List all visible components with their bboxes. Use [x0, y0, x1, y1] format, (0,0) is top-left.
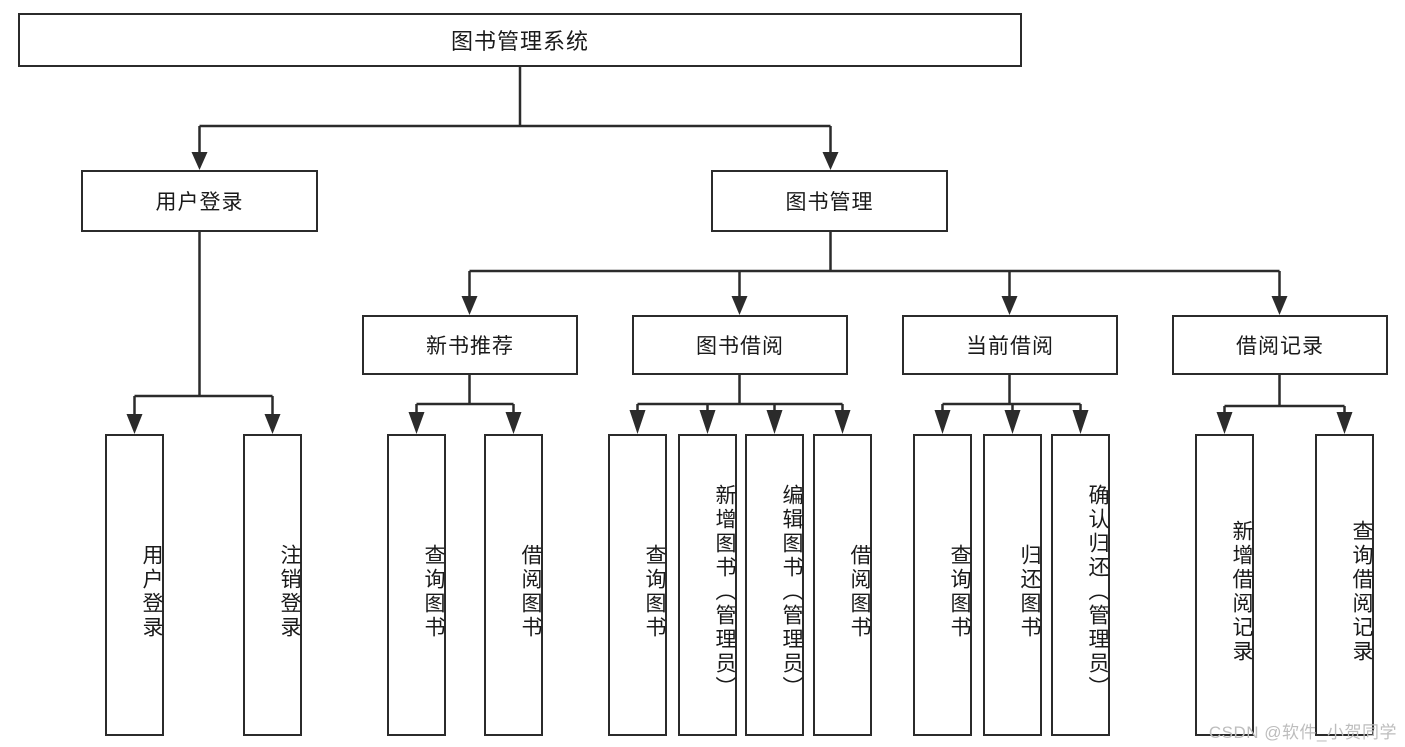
leaf-borrow-add-book-admin[interactable]: 新增图书（管理员）	[678, 434, 737, 736]
leaf-label: 借阅图书	[519, 544, 542, 640]
arrow-nb-leaf-1	[408, 412, 425, 434]
leaf-label: 查询图书	[948, 544, 971, 640]
leaf-user-login-signin[interactable]: 用户登录	[105, 434, 164, 736]
arrow-re-leaf-2	[1336, 412, 1353, 434]
leaf-label: 查询图书	[422, 544, 445, 640]
node-borrow-records-label: 借阅记录	[1236, 335, 1324, 358]
arrow-bm-to-current	[1001, 296, 1018, 315]
leaf-label: 新增图书（管理员）	[713, 484, 736, 700]
node-new-book-recommend-label: 新书推荐	[426, 335, 514, 358]
leaf-label: 确认归还（管理员）	[1086, 484, 1109, 700]
leaf-borrow-edit-book-admin[interactable]: 编辑图书（管理员）	[745, 434, 804, 736]
arrow-cu-leaf-2	[1004, 410, 1021, 434]
leaf-label: 借阅图书	[848, 544, 871, 640]
arrow-bm-to-borrow	[731, 296, 748, 315]
node-user-login-label: 用户登录	[155, 191, 244, 214]
node-root-label: 图书管理系统	[450, 29, 589, 54]
leaf-new-book-borrow[interactable]: 借阅图书	[484, 434, 543, 736]
leaf-current-confirm-return-admin[interactable]: 确认归还（管理员）	[1051, 434, 1110, 736]
leaf-label: 新增借阅记录	[1230, 520, 1253, 664]
arrow-bo-leaf-3	[766, 410, 783, 434]
node-current-borrow[interactable]: 当前借阅	[902, 315, 1118, 375]
node-book-borrow-label: 图书借阅	[696, 335, 784, 358]
leaf-label: 编辑图书（管理员）	[780, 484, 803, 700]
arrow-bo-leaf-4	[834, 410, 851, 434]
arrow-nb-leaf-2	[505, 412, 522, 434]
leaf-label: 归还图书	[1018, 544, 1041, 640]
leaf-current-return-book[interactable]: 归还图书	[983, 434, 1042, 736]
node-book-management[interactable]: 图书管理	[711, 170, 948, 232]
leaf-records-query-record[interactable]: 查询借阅记录	[1315, 434, 1374, 736]
leaf-label: 用户登录	[140, 544, 163, 640]
leaf-borrow-query-book[interactable]: 查询图书	[608, 434, 667, 736]
leaf-label: 查询图书	[643, 544, 666, 640]
node-user-login[interactable]: 用户登录	[81, 170, 318, 232]
node-borrow-records[interactable]: 借阅记录	[1172, 315, 1388, 375]
leaf-label: 注销登录	[278, 544, 301, 640]
node-current-borrow-label: 当前借阅	[966, 335, 1054, 358]
arrow-user-login-leaf-2	[264, 414, 281, 434]
arrow-cu-leaf-3	[1072, 410, 1089, 434]
node-book-management-label: 图书管理	[785, 191, 874, 214]
node-root-system[interactable]: 图书管理系统	[18, 13, 1022, 67]
leaf-new-book-query[interactable]: 查询图书	[387, 434, 446, 736]
arrow-bm-to-records	[1271, 296, 1288, 315]
arrow-cu-leaf-1	[934, 410, 951, 434]
node-book-borrow[interactable]: 图书借阅	[632, 315, 848, 375]
leaf-label: 查询借阅记录	[1350, 520, 1373, 664]
node-new-book-recommend[interactable]: 新书推荐	[362, 315, 578, 375]
arrow-bo-leaf-1	[629, 410, 646, 434]
arrow-user-login-leaf-1	[126, 414, 143, 434]
arrow-root-to-book-manage	[822, 152, 839, 170]
leaf-current-query-book[interactable]: 查询图书	[913, 434, 972, 736]
arrow-re-leaf-1	[1216, 412, 1233, 434]
leaf-borrow-borrow-book[interactable]: 借阅图书	[813, 434, 872, 736]
leaf-records-add-record[interactable]: 新增借阅记录	[1195, 434, 1254, 736]
arrow-bm-to-new-book	[461, 296, 478, 315]
leaf-user-login-signout[interactable]: 注销登录	[243, 434, 302, 736]
arrow-bo-leaf-2	[699, 410, 716, 434]
arrow-root-to-user-login	[191, 152, 208, 170]
